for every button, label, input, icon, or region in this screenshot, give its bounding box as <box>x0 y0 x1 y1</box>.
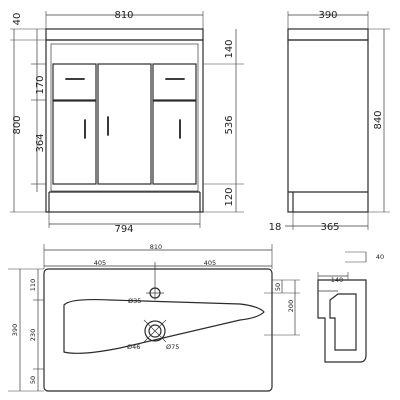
dim-basin-depth-label: 390 <box>11 324 19 336</box>
dim-left-half-label: 405 <box>94 259 106 267</box>
dim-base-width-label: 794 <box>114 224 133 235</box>
tap-hole-label: Ø35 <box>128 297 141 305</box>
drawer-left <box>52 63 97 101</box>
front-body <box>45 39 204 213</box>
dim-right-half-label: 405 <box>204 259 216 267</box>
dim-tap-offset-label: 50 <box>274 283 282 291</box>
front-worktop <box>45 28 204 41</box>
side-body <box>287 39 369 213</box>
basin-plan: Ø35 Ø46 Ø75 810 405 405 390 110 230 50 5… <box>8 243 300 392</box>
dim-plinth-setback-label: 18 <box>269 222 282 233</box>
dim-drawer-height-label: 170 <box>35 75 46 94</box>
dim-side-height-label: 840 <box>373 110 384 129</box>
section-outline <box>317 279 367 363</box>
door-left <box>52 100 97 185</box>
dim-right-mid-label: 536 <box>224 115 235 134</box>
waste-outer <box>144 320 166 342</box>
dim-right-top-label: 140 <box>224 39 235 58</box>
section-bowl <box>329 293 357 351</box>
dim-front-width-label: 810 <box>114 10 133 21</box>
front-view: 810 794 40 800 170 364 140 536 120 <box>10 10 244 235</box>
dim-left-height-label: 800 <box>12 115 23 134</box>
side-worktop <box>287 28 369 41</box>
dim-right-bottom-label: 120 <box>224 187 235 206</box>
dim-side-depth-label: 390 <box>318 10 337 21</box>
dim-segment-mid-label: 230 <box>29 329 37 341</box>
waste-inner-label: Ø46 <box>127 343 140 351</box>
dim-basin-width-label: 810 <box>150 243 162 251</box>
drawer-right <box>152 63 197 101</box>
dim-side-base-label: 365 <box>320 222 339 233</box>
side-view: 390 840 18 365 <box>269 10 390 233</box>
basin-outline <box>43 268 273 392</box>
dim-door-height-label: 364 <box>35 133 46 152</box>
dim-segment-bottom-label: 50 <box>29 376 37 384</box>
basin-section: 40 140 <box>317 251 384 363</box>
basin-bowl <box>63 298 265 354</box>
thin-line <box>143 319 167 343</box>
front-inner-frame <box>50 43 199 192</box>
door-right <box>152 100 197 185</box>
dim-left-top-label: 40 <box>12 13 23 26</box>
dim-bowl-depth-label: 200 <box>287 300 295 312</box>
dim-upstand-label: 140 <box>331 276 343 284</box>
waste-inner <box>148 324 162 338</box>
dim-segment-top-label: 110 <box>29 279 37 291</box>
dim-rim-label: 40 <box>376 253 384 261</box>
waste-outer-label: Ø75 <box>166 343 179 351</box>
door-centre <box>97 63 152 185</box>
